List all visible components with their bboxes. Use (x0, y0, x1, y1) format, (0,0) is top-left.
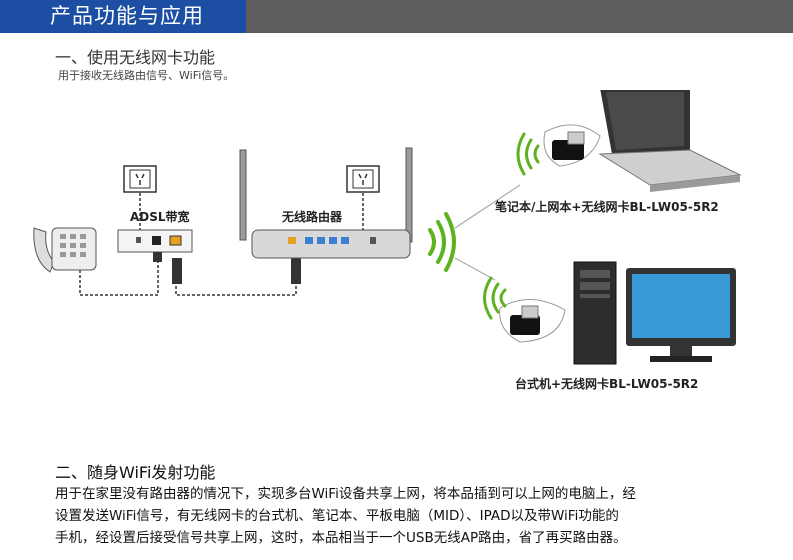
diagram-graphic (33, 88, 742, 365)
network-diagram: ADSL带宽 无线路由器 笔记本/上网本+无线网卡BL-LW05-5R2 台式机… (0, 88, 793, 400)
phone-cable (79, 250, 159, 296)
laptop-label: 笔记本/上网本+无线网卡BL-LW05-5R2 (495, 200, 719, 214)
body-line: 设置发送WiFi信号，有无线网卡的台式机、笔记本、平板电脑（MID）、IPAD以… (55, 508, 619, 524)
body-line: 用于在家里没有路由器的情况下，实现多台WiFi设备共享上网，将本品插到可以上网的… (55, 486, 636, 502)
rj-connector (153, 252, 301, 284)
ethernet-cable (175, 286, 297, 296)
router-label: 无线路由器 (282, 210, 343, 224)
connection-lines (454, 184, 521, 281)
usb-adapter-icon (543, 124, 601, 167)
outlet-icon (346, 165, 380, 193)
desktop-tower-icon (573, 261, 617, 365)
wifi-signal-icon (483, 276, 507, 320)
section2-body: 用于在家里没有路由器的情况下，实现多台WiFi设备共享上网，将本品插到可以上网的… (55, 483, 755, 549)
outlet-icon (123, 165, 157, 193)
page-title: 产品功能与应用 (0, 0, 246, 33)
desktop-label: 台式机+无线网卡BL-LW05-5R2 (515, 377, 699, 391)
wifi-signal-icon (516, 132, 540, 176)
usb-adapter-icon (499, 299, 566, 343)
router-icon (239, 147, 413, 259)
wifi-signal-icon (428, 212, 456, 272)
telephone-icon (33, 227, 97, 273)
laptop-icon (598, 88, 742, 192)
cables (79, 188, 364, 296)
section1-title: 一、使用无线网卡功能 (55, 48, 216, 67)
adsl-label: ADSL带宽 (130, 210, 190, 224)
section2-title: 二、随身WiFi发射功能 (55, 463, 216, 482)
monitor-icon (626, 268, 736, 362)
body-line: 手机，经设置后接受信号共享上网，这时，本品相当于一个USB无线AP路由，省了再买… (55, 530, 627, 546)
section1-subtitle: 用于接收无线路由信号、WiFi信号。 (58, 69, 235, 82)
adsl-modem (117, 229, 193, 253)
